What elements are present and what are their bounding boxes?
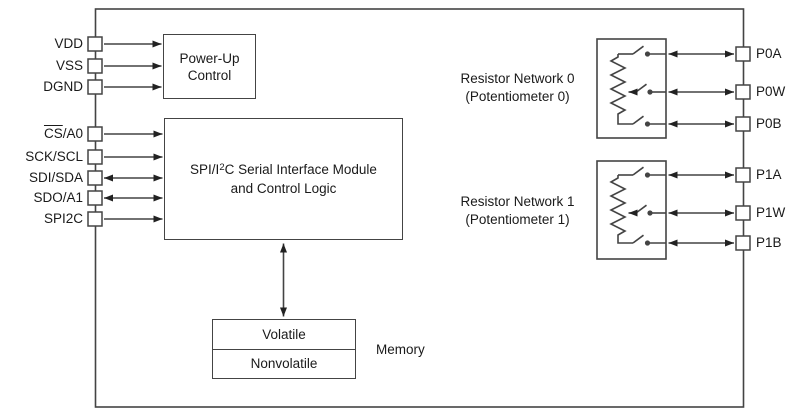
switch-0b-blade	[632, 115, 644, 125]
pin-box-sdi-sda	[87, 170, 103, 186]
switch-0w-contact-dot	[647, 89, 653, 95]
pin-box-p0w	[735, 84, 751, 100]
memory-nonvolatile-cell: Nonvolatile	[250, 356, 318, 372]
switch-1b-contact-dot	[644, 240, 651, 246]
switch-0a-contact-dot	[644, 51, 651, 57]
resistor-network-1-box	[596, 160, 667, 260]
pin-box-vss	[87, 58, 103, 74]
pin-label-cs-a0: CS/A0	[43, 126, 83, 141]
pin-box-sdo-a1	[87, 190, 103, 206]
resistor-network-0-label: Resistor Network 0 (Potentiometer 0)	[460, 71, 575, 104]
superscript-2: 2	[219, 161, 225, 173]
pin-label-p1b: P1B	[756, 235, 782, 250]
pin-box-p1a	[735, 167, 751, 183]
pin-label-sck-scl: SCK/SCL	[25, 149, 83, 164]
pin-box-p1b	[735, 235, 751, 251]
memory-label: Memory	[376, 342, 425, 357]
resistor-0-zigzag	[609, 54, 633, 125]
pin-label-p0w: P0W	[756, 84, 786, 99]
pin-label-sdi-sda: SDI/SDA	[28, 170, 83, 185]
memory-volatile-cell: Volatile	[213, 320, 355, 350]
pin-label-p1w: P1W	[756, 205, 786, 220]
power-up-line2: Control	[187, 67, 232, 83]
switch-0b-contact-dot	[644, 121, 651, 127]
pin-box-dgnd	[87, 79, 103, 95]
power-up-line1: Power-Up	[179, 50, 240, 66]
pin-label-p0a: P0A	[756, 46, 782, 61]
switch-1a-contact-dot	[644, 172, 651, 178]
pin-box-p0a	[735, 46, 751, 62]
switch-1w-blade	[635, 204, 647, 214]
pin-box-sck-scl	[87, 149, 103, 165]
switch-1b-blade	[632, 234, 644, 244]
switch-0w-blade	[635, 83, 647, 93]
power-up-control-block: Power-Up Control	[163, 34, 256, 99]
serial-interface-line2: and Control Logic	[230, 181, 337, 196]
resistor-1-zigzag	[609, 175, 633, 244]
pin-label-p0b: P0B	[756, 116, 782, 131]
pin-box-spi2c	[87, 211, 103, 227]
pin-label-vss: VSS	[55, 58, 83, 73]
serial-interface-line1: SPI/I2C Serial Interface Module	[190, 161, 377, 178]
resistor-network-1-graphic	[596, 160, 734, 260]
pin-label-p1a: P1A	[756, 167, 782, 182]
switch-0a-blade	[632, 45, 644, 55]
serial-interface-block: SPI/I2C Serial Interface Module and Cont…	[164, 118, 403, 240]
pin-label-spi2c: SPI2C	[43, 211, 83, 226]
switch-1w-contact-dot	[647, 210, 653, 216]
memory-block: Volatile Nonvolatile	[212, 319, 356, 379]
resistor-network-0-box	[596, 38, 667, 139]
pin-box-p0b	[735, 116, 751, 132]
pin-box-cs-a0	[87, 126, 103, 142]
pin-box-vdd	[87, 36, 103, 52]
pin-label-vdd: VDD	[54, 36, 83, 51]
resistor-network-1-label: Resistor Network 1 (Potentiometer 1)	[460, 194, 575, 227]
pin-label-dgnd: DGND	[43, 79, 83, 94]
switch-1a-blade	[632, 166, 644, 176]
resistor-network-0-graphic	[596, 38, 734, 139]
pin-label-sdo-a1: SDO/A1	[33, 190, 83, 205]
pin-box-p1w	[735, 205, 751, 221]
